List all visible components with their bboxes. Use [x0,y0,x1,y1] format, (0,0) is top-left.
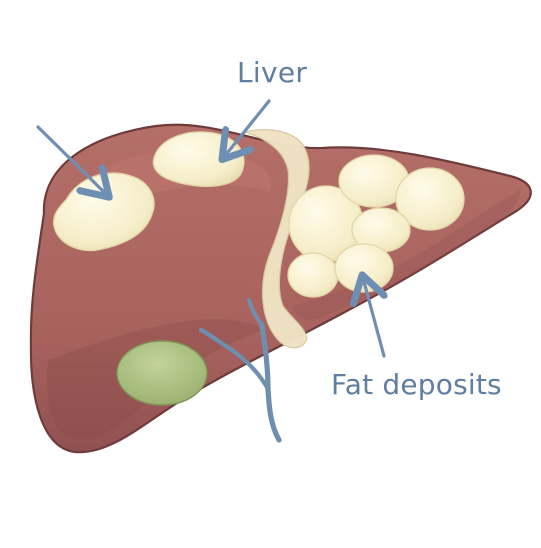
fat-deposit-cluster-5 [287,252,339,298]
arrow-icon [363,278,384,358]
vessel-branch-left [198,327,271,392]
arrow-icon [36,125,107,195]
gallbladder [116,340,208,406]
fat-deposits-label: Fat deposits [331,368,502,401]
annotation-arrows [36,99,384,358]
vessel-branch-right [247,298,264,327]
gallbladder-shape [116,340,208,406]
vessels [198,298,282,443]
fat-deposit-top [152,131,245,188]
ligament-band [242,129,310,349]
liver-label: Liver [237,56,308,89]
right-lobe-shadow [292,190,520,320]
arrow-icon [224,99,271,157]
fat-deposit-cluster-3 [395,167,465,231]
